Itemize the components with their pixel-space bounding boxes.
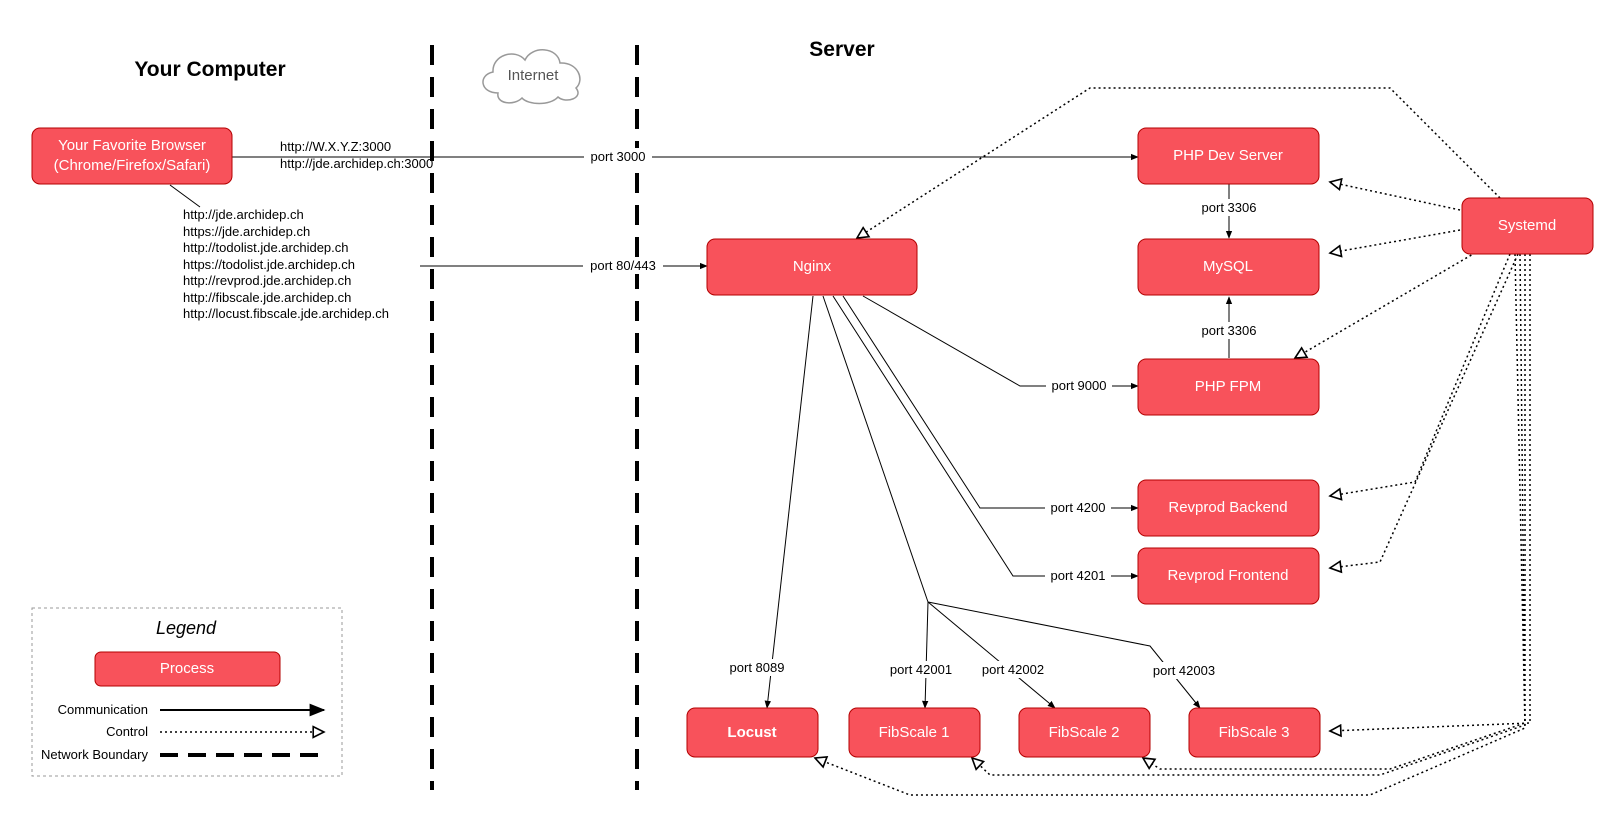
edge-nginx-locust bbox=[764, 295, 814, 709]
url-nginx-4: https://todolist.jde.archidep.ch bbox=[183, 257, 355, 272]
legend: Legend Process Communication Control Net… bbox=[31, 607, 343, 777]
port-4200-label: port 4200 bbox=[1051, 500, 1106, 515]
revprod-frontend-node: Revprod Frontend bbox=[1137, 547, 1320, 605]
edge-nginx-revprod-frontend bbox=[832, 295, 1139, 580]
port-9000-label: port 9000 bbox=[1052, 378, 1107, 393]
port-42001-label: port 42001 bbox=[890, 662, 952, 677]
ctrl-systemd-fibscale3 bbox=[1330, 254, 1531, 731]
revprod-backend-label: Revprod Backend bbox=[1168, 499, 1287, 516]
locust-node: Locust bbox=[686, 707, 819, 758]
systemd-node: Systemd bbox=[1461, 197, 1594, 255]
edge-hub-fibscale3 bbox=[927, 601, 1201, 709]
fibscale2-label: FibScale 2 bbox=[1049, 724, 1120, 741]
ctrl-systemd-phpdev bbox=[1330, 182, 1461, 211]
legend-communication-label: Communication bbox=[58, 702, 148, 717]
legend-process-swatch: Process bbox=[94, 651, 281, 687]
fibscale3-node: FibScale 3 bbox=[1188, 707, 1321, 758]
fibscale2-node: FibScale 2 bbox=[1018, 707, 1151, 758]
url-nginx-7: http://locust.fibscale.jde.archidep.ch bbox=[183, 306, 389, 321]
ctrl-systemd-phpfpm bbox=[1295, 249, 1481, 358]
port-3000-label: port 3000 bbox=[591, 149, 646, 164]
locust-label: Locust bbox=[727, 724, 776, 741]
server-heading: Server bbox=[809, 38, 874, 61]
ctrl-systemd-revprod-frontend bbox=[1330, 253, 1519, 568]
port-3306-bottom-label: port 3306 bbox=[1202, 323, 1257, 338]
legend-process-label: Process bbox=[160, 660, 214, 677]
revprod-frontend-label: Revprod Frontend bbox=[1168, 567, 1289, 584]
ctrl-systemd-nginx bbox=[857, 87, 1501, 238]
url-nginx-6: http://fibscale.jde.archidep.ch bbox=[183, 290, 351, 305]
legend-control-label: Control bbox=[106, 724, 148, 739]
nginx-label: Nginx bbox=[793, 258, 832, 275]
mysql-node: MySQL bbox=[1137, 238, 1320, 296]
revprod-backend-node: Revprod Backend bbox=[1137, 479, 1320, 537]
port-3306-top-label: port 3306 bbox=[1202, 200, 1257, 215]
php-fpm-node: PHP FPM bbox=[1137, 358, 1320, 416]
internet-cloud-icon: Internet bbox=[482, 49, 581, 105]
browser-label-line2: (Chrome/Firefox/Safari) bbox=[54, 157, 211, 174]
fibscale1-node: FibScale 1 bbox=[848, 707, 981, 758]
urls-nginx-group: http://jde.archidep.ch https://jde.archi… bbox=[183, 207, 389, 321]
ctrl-systemd-fibscale2 bbox=[1143, 254, 1526, 769]
url-nginx-1: http://jde.archidep.ch bbox=[183, 207, 304, 222]
php-dev-server-node: PHP Dev Server bbox=[1137, 127, 1320, 185]
url-nginx-5: http://revprod.jde.archidep.ch bbox=[183, 273, 351, 288]
port-4201-label: port 4201 bbox=[1051, 568, 1106, 583]
nginx-node: Nginx bbox=[706, 238, 918, 296]
port-42003-label: port 42003 bbox=[1153, 663, 1215, 678]
mysql-label: MySQL bbox=[1203, 258, 1253, 275]
browser-node: Your Favorite Browser (Chrome/Firefox/Sa… bbox=[31, 127, 233, 185]
url-direct-2: http://jde.archidep.ch:3000 bbox=[280, 156, 433, 171]
fibscale1-label: FibScale 1 bbox=[879, 724, 950, 741]
browser-label-line1: Your Favorite Browser bbox=[58, 137, 206, 154]
internet-label: Internet bbox=[508, 67, 560, 84]
legend-network-boundary-label: Network Boundary bbox=[41, 747, 148, 762]
url-nginx-3: http://todolist.jde.archidep.ch bbox=[183, 240, 349, 255]
php-dev-server-label: PHP Dev Server bbox=[1173, 147, 1283, 164]
url-nginx-2: https://jde.archidep.ch bbox=[183, 224, 310, 239]
fibscale3-label: FibScale 3 bbox=[1219, 724, 1290, 741]
edge-nginx-revprod-backend bbox=[842, 295, 1139, 512]
edge-hub-fibscale1 bbox=[922, 601, 929, 709]
urls-direct-group: http://W.X.Y.Z:3000 http://jde.archidep.… bbox=[280, 139, 433, 171]
legend-title: Legend bbox=[156, 618, 217, 638]
edge-nginx-fibscale-hub bbox=[822, 295, 929, 603]
port-42002-label: port 42002 bbox=[982, 662, 1044, 677]
your-computer-heading: Your Computer bbox=[134, 58, 285, 81]
php-fpm-label: PHP FPM bbox=[1195, 378, 1261, 395]
port-8089-label: port 8089 bbox=[730, 660, 785, 675]
url-direct-1: http://W.X.Y.Z:3000 bbox=[280, 139, 391, 154]
ctrl-systemd-revprod-backend bbox=[1330, 253, 1511, 496]
edge-nginx-phpfpm bbox=[862, 295, 1139, 390]
edge-hub-fibscale2 bbox=[927, 601, 1056, 709]
systemd-label: Systemd bbox=[1498, 217, 1556, 234]
ctrl-systemd-locust bbox=[815, 253, 1526, 796]
edge-browser-url-connector bbox=[169, 184, 201, 208]
port-80-443-label: port 80/443 bbox=[590, 258, 656, 273]
ctrl-systemd-mysql bbox=[1330, 229, 1461, 253]
